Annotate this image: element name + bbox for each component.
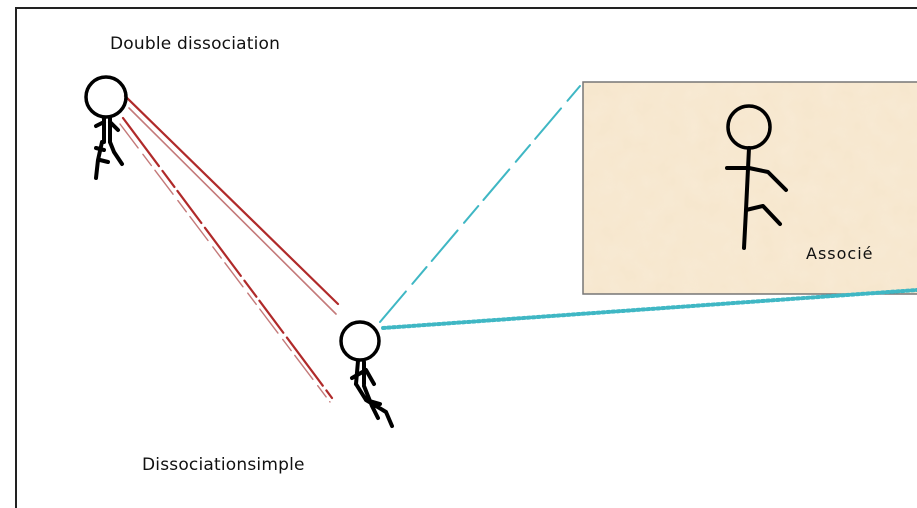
red-line-3 <box>121 116 334 400</box>
stick-figure-associated <box>725 104 788 250</box>
stick-figure-simple <box>339 320 394 428</box>
label-associated: Associé <box>806 244 874 263</box>
diagram-frame <box>15 7 917 508</box>
stick-figure-double <box>84 75 128 180</box>
cyan-dashed-line <box>379 85 581 323</box>
cyan-hatched-line <box>381 288 917 330</box>
double-dissociation-lines <box>119 94 340 403</box>
red-line-2 <box>128 107 337 315</box>
red-line-4 <box>119 123 331 403</box>
label-double-dissociation: Double dissociation <box>110 34 281 54</box>
association-lines <box>379 85 917 330</box>
red-line-1 <box>123 94 340 306</box>
associated-panel <box>582 81 917 295</box>
label-simple-dissociation: Dissociationsimple <box>142 455 305 475</box>
